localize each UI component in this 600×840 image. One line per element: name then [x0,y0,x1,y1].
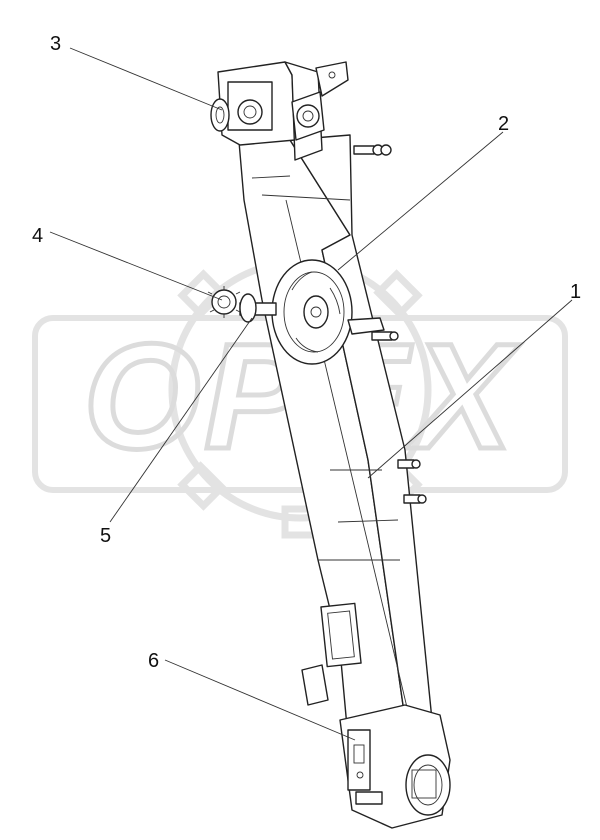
callout-2: 2 [498,113,509,135]
callout-3: 3 [50,33,61,55]
callout-5: 5 [100,525,111,547]
leader-line-4 [49,231,223,301]
leader-line-2 [337,131,504,271]
leader-line-5 [109,317,253,523]
callout-4: 4 [32,225,43,247]
callout-1: 1 [570,281,581,303]
boot-housing [339,704,451,829]
conveyor-assembly [207,61,451,829]
side-gear [207,286,241,318]
mounting-studs [353,144,427,504]
top-sprocket [210,98,230,132]
leader-line-6 [164,659,356,741]
tensioner [347,729,383,805]
leader-lines [49,47,573,741]
leader-line-1 [367,299,573,479]
pulley-assembly [207,259,385,365]
leader-line-3 [69,47,223,111]
callouts: 1 2 3 4 5 6 [32,33,581,672]
callout-6: 6 [148,650,159,672]
